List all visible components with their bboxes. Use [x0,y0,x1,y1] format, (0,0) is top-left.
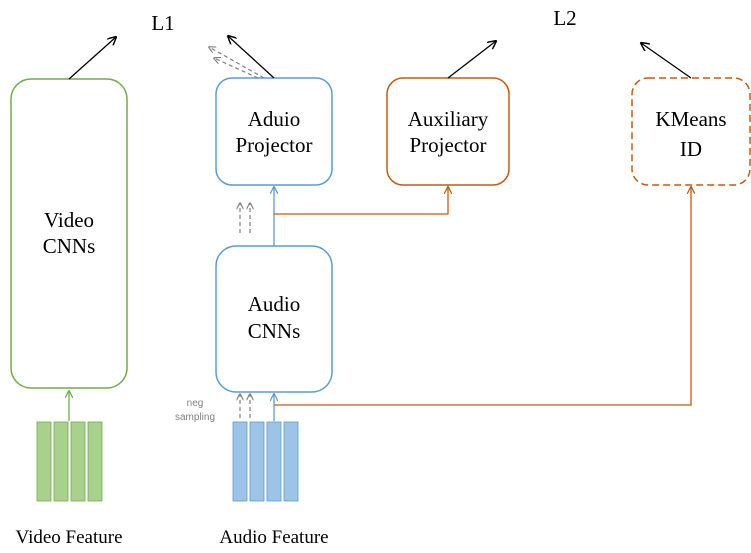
audio-projector-label-line2: Projector [236,133,313,157]
video-feature-bar [36,421,52,502]
audio-feature-bar [283,421,299,502]
audio-projector-node: Aduio Projector [215,77,333,186]
video-cnns-label-line1: Video [44,208,94,232]
video-cnns-label-line2: CNNs [43,234,96,258]
audio-cnns-node: Audio CNNs [215,245,333,393]
audio-projector-label-line1: Aduio [248,107,301,131]
video-cnns-node: Video CNNs [10,78,128,389]
neg-sampling-label-line1: neg [187,398,204,409]
video-output-arrow [68,37,116,80]
kmeans-id-label-line1: KMeans [655,107,726,131]
audio-feature-bars [232,421,299,502]
audio-cnns-label-line1: Audio [248,292,301,316]
auxiliary-projector-label-line1: Auxiliary [408,107,489,131]
kmeans-output-arrow [641,43,692,79]
l2-label: L2 [553,6,576,30]
auxiliary-output-arrow [447,41,496,79]
audio-feature-caption: Audio Feature [219,527,328,548]
video-feature-bars [36,421,103,502]
audio-feature-bar [249,421,265,502]
audio-to-auxiliary-connector [274,187,448,215]
audio-feature-bar [266,421,282,502]
auxiliary-projector-label-line2: Projector [410,133,487,157]
video-feature-caption: Video Feature [15,527,122,548]
video-feature-bar [87,421,103,502]
neg-sampling-label-line2: sampling [175,412,215,423]
audio-feature-bar [232,421,248,502]
l1-label: L1 [151,11,174,35]
video-feature-bar [70,421,86,502]
audio-projector-output-arrow [228,36,275,79]
kmeans-id-node: KMeans ID [631,77,751,186]
neg-output-arrow-2 [209,47,265,79]
audio-feature-to-kmeans-connector [274,187,691,406]
neg-output-arrow-1 [214,58,259,79]
video-feature-bar [53,421,69,502]
auxiliary-projector-node: Auxiliary Projector [386,77,510,186]
audio-cnns-label-line2: CNNs [248,319,301,343]
kmeans-id-label-line2: ID [680,137,702,161]
